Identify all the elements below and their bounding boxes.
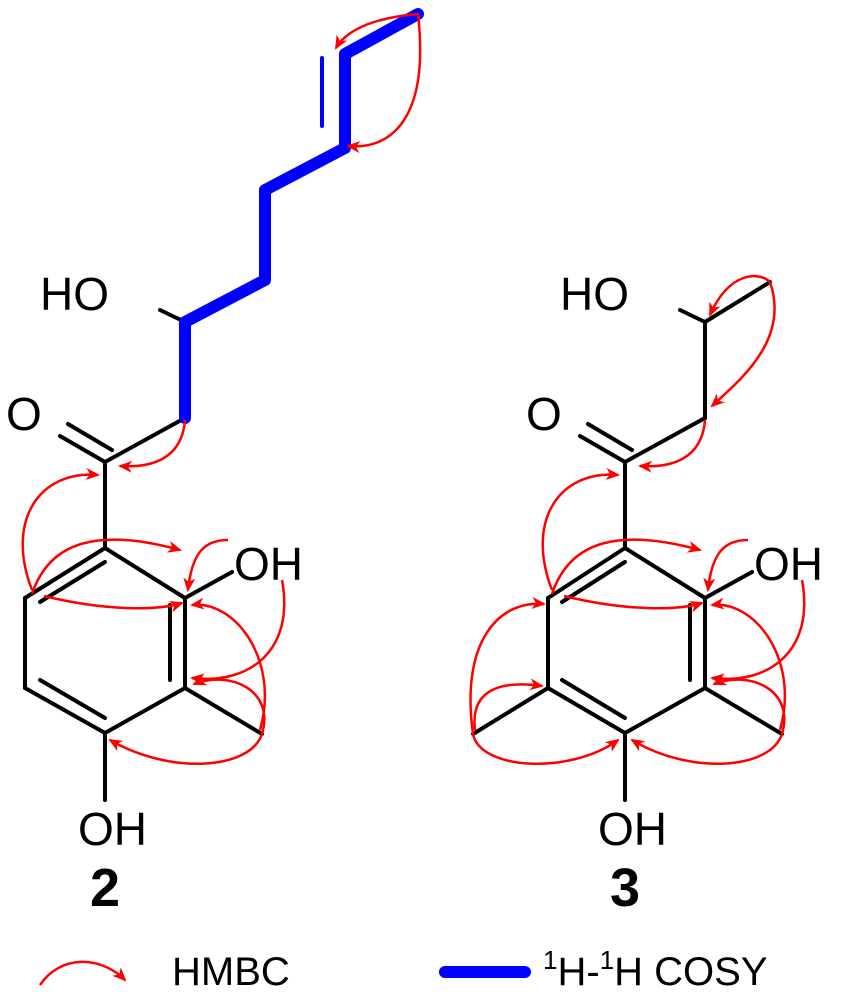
compound-2-phenol-oh-label: OH [234, 538, 303, 590]
compound-3-hmbc-arrows [469, 274, 806, 765]
compound-3-label: 3 [610, 858, 640, 918]
compound-2-bottom-oh-label: OH [78, 803, 147, 855]
compound-2-label: 2 [90, 858, 120, 918]
legend-hmbc-label: HMBC [172, 950, 290, 994]
compound-3-bottom-oh-label: OH [598, 803, 667, 855]
compound-3-carbonyl-o-label: O [526, 388, 562, 440]
compound-2-ring [23, 546, 187, 735]
compound-2-carbonyl-o-label: O [6, 388, 42, 440]
compound-3-ho-label: HO [560, 268, 629, 320]
compound-2-ho-label: HO [40, 268, 109, 320]
compound-3-ring [546, 546, 707, 735]
legend-cosy-label: 1H-1H COSY [543, 945, 768, 994]
compound-3-phenol-oh-label: OH [754, 538, 823, 590]
legend-hmbc-arrow-icon [38, 960, 127, 986]
legend: HMBC 1H-1H COSY [38, 945, 768, 994]
compound-2-hmbc-arrows [21, 12, 422, 765]
compound-2-structure: HO O OH OH 2 [6, 8, 424, 918]
compound-2-cosy-chain [179, 8, 424, 424]
compound-3-structure: HO O OH OH 3 [469, 268, 823, 918]
